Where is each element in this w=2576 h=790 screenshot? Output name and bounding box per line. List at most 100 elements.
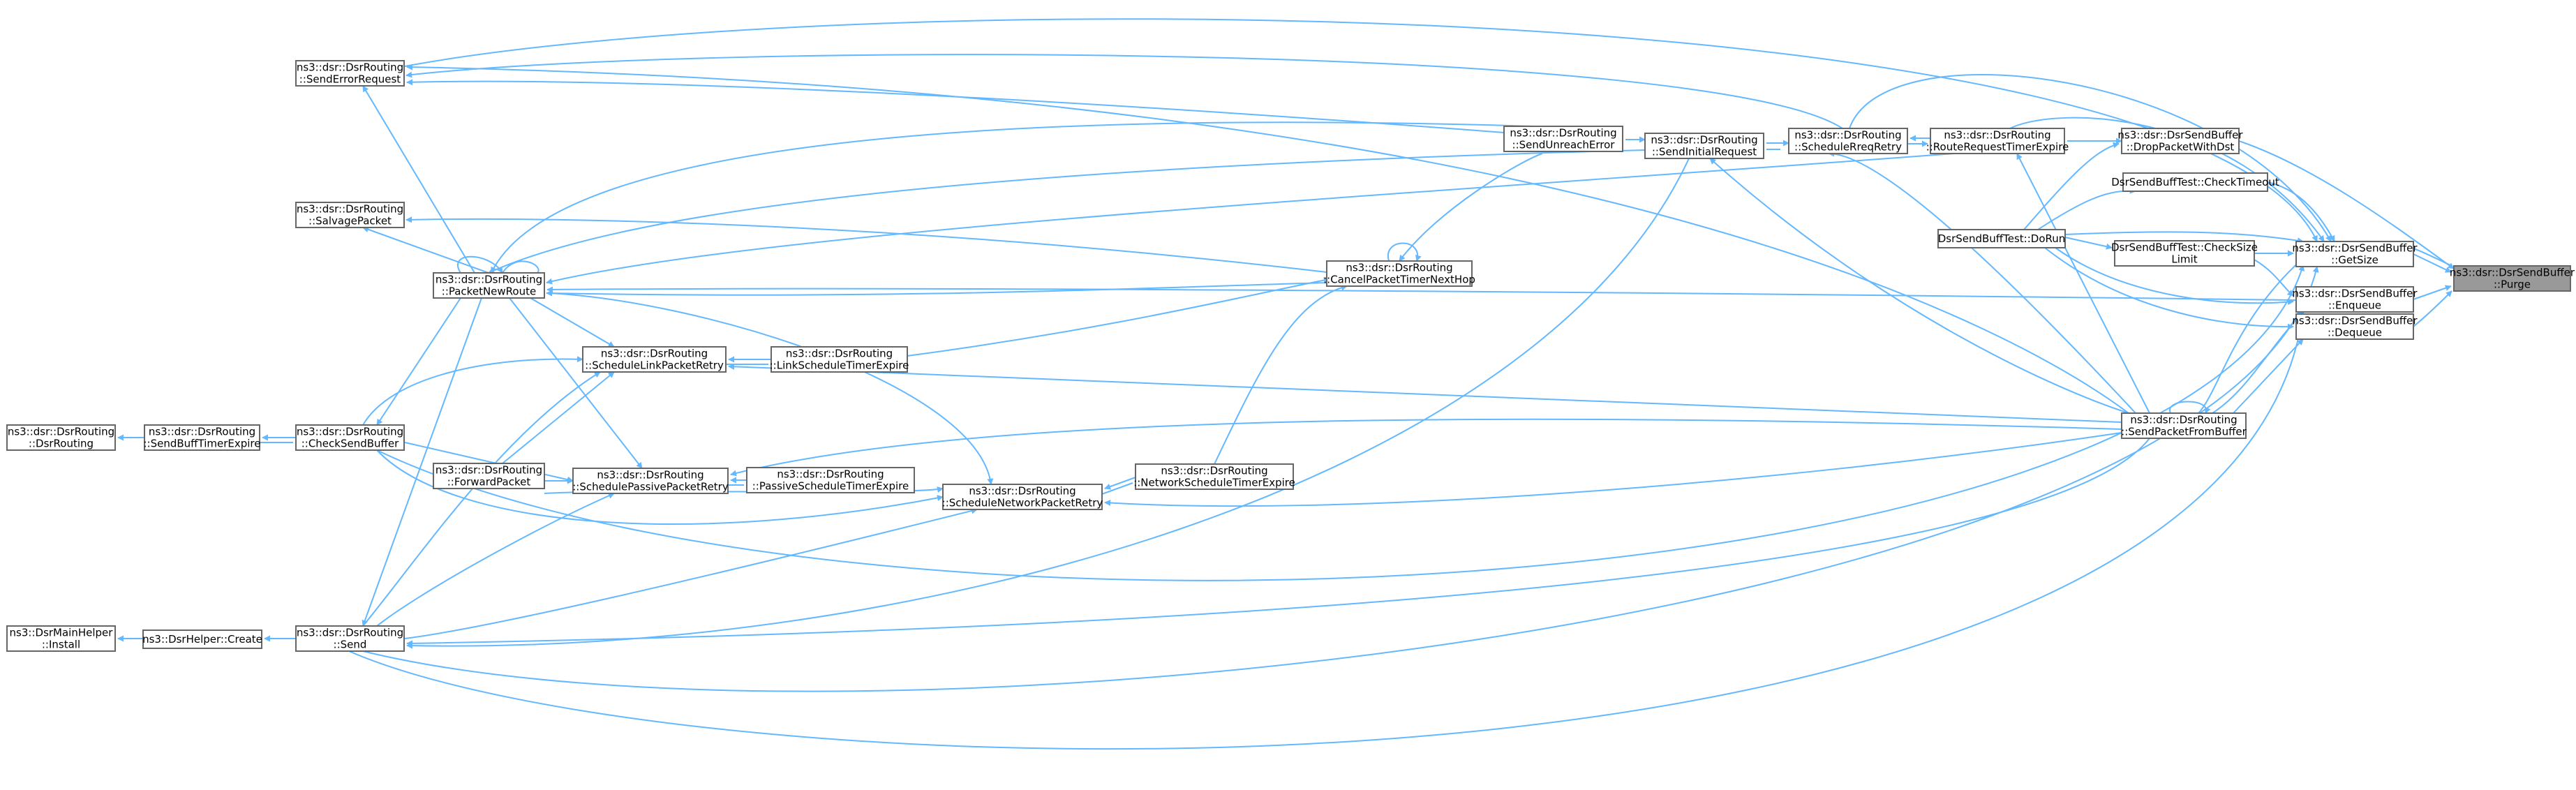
node-label: ns3::dsr::DsrRouting bbox=[777, 468, 884, 481]
node-box bbox=[2121, 412, 2247, 439]
node-sendunreacherror[interactable]: ns3::dsr::DsrRouting::SendUnreachError bbox=[1503, 126, 1623, 152]
node-box bbox=[433, 272, 545, 299]
node-box bbox=[1788, 128, 1908, 154]
node-label: ns3::dsr::DsrRouting bbox=[786, 348, 893, 360]
node-checktimeout[interactable]: DsrSendBuffTest::CheckTimeout bbox=[2111, 172, 2279, 192]
edge-getsize-checksendbuffer bbox=[376, 264, 2305, 581]
edge-dorun-dropwithdst bbox=[2023, 142, 2120, 230]
node-label: ns3::dsr::DsrRouting bbox=[2130, 414, 2237, 426]
node-box bbox=[142, 629, 262, 649]
node-label: ::SendPacketFromBuffer bbox=[2121, 426, 2247, 438]
node-helpercreate[interactable]: ns3::DsrHelper::Create bbox=[142, 629, 262, 649]
node-schedulepassiveretry[interactable]: ns3::dsr::DsrRouting::SchedulePassivePac… bbox=[572, 468, 729, 494]
node-senderrorrequest[interactable]: ns3::dsr::DsrRouting::SendErrorRequest bbox=[295, 60, 405, 87]
node-sendinitialrequest[interactable]: ns3::dsr::DsrRouting::SendInitialRequest bbox=[1644, 133, 1764, 159]
edge-packetnewroute-senderror bbox=[362, 85, 475, 274]
node-box bbox=[2295, 313, 2414, 340]
edge-dequeue-sendpacketfrombuffer bbox=[2233, 338, 2304, 414]
node-enqueue[interactable]: ns3::dsr::DsrSendBuffer::Enqueue bbox=[2292, 286, 2418, 313]
node-schedulenetworkretry[interactable]: ns3::dsr::DsrRouting::ScheduleNetworkPac… bbox=[942, 484, 1103, 510]
node-label: ns3::dsr::DsrRouting bbox=[1161, 465, 1267, 477]
edge-sendinitial-send bbox=[406, 158, 1690, 649]
node-linkscheduletimerexpire[interactable]: ns3::dsr::DsrRouting::LinkScheduleTimerE… bbox=[770, 346, 909, 373]
node-label: ns3::dsr::DsrRouting bbox=[435, 464, 542, 477]
node-packetnewroute[interactable]: ns3::dsr::DsrRouting::PacketNewRoute bbox=[433, 272, 545, 299]
edge-schedulenetwork-packetnewroute bbox=[546, 292, 994, 485]
edge-schedulelink-packetnewroute bbox=[530, 297, 615, 348]
node-label: ::PacketNewRoute bbox=[442, 285, 536, 298]
node-label: ns3::dsr::DsrRouting bbox=[297, 627, 403, 639]
node-forwardpacket[interactable]: ns3::dsr::DsrRouting::ForwardPacket bbox=[433, 463, 545, 489]
edge-packetnewroute-self bbox=[457, 255, 503, 274]
node-schedulelinkretry[interactable]: ns3::dsr::DsrRouting::ScheduleLinkPacket… bbox=[582, 346, 727, 373]
node-rrtexpire[interactable]: ns3::dsr::DsrRouting::RouteRequestTimerE… bbox=[1926, 128, 2069, 154]
node-send[interactable]: ns3::dsr::DsrRouting::Send bbox=[295, 625, 405, 652]
node-label: ::GetSize bbox=[2331, 254, 2378, 267]
node-label: ::CheckSendBuffer bbox=[301, 438, 399, 450]
node-box bbox=[746, 467, 915, 493]
edge-networkschedule-cancel bbox=[1214, 284, 1348, 465]
edge-schedulepassive-packetnewroute bbox=[509, 297, 643, 469]
node-label: ::Send bbox=[334, 639, 367, 651]
edge-checksizelimit-enqueue bbox=[2254, 259, 2294, 297]
node-label: ::Enqueue bbox=[2328, 299, 2381, 312]
node-box bbox=[1326, 260, 1473, 287]
node-box bbox=[2114, 240, 2255, 267]
edge-packetnewroute-checksendbuffer bbox=[376, 297, 461, 426]
node-box bbox=[942, 484, 1103, 510]
node-box bbox=[770, 346, 908, 373]
edge-sendunreach-senderror bbox=[406, 79, 1505, 133]
node-box bbox=[2121, 128, 2240, 154]
edge-sendpacket-senderror bbox=[406, 64, 2129, 414]
node-box bbox=[144, 424, 260, 451]
node-label: ns3::dsr::DsrSendBuffer bbox=[2117, 129, 2243, 142]
edge-linkschedule-cancel bbox=[907, 277, 1330, 357]
node-box bbox=[1503, 126, 1623, 152]
node-getsize[interactable]: ns3::dsr::DsrSendBuffer::GetSize bbox=[2292, 241, 2418, 267]
node-dorun[interactable]: DsrSendBuffTest::DoRun bbox=[1937, 229, 2066, 248]
edge-sendpacket-schedulenetwork bbox=[1104, 432, 2122, 507]
node-label: DsrSendBuffTest::DoRun bbox=[1938, 232, 2066, 245]
node-label: ::SendBuffTimerExpire bbox=[143, 438, 260, 450]
edge-sendunreach-packetnewroute bbox=[491, 121, 1536, 274]
edge-dequeue-purge bbox=[2413, 290, 2452, 327]
node-cancelpackettimer[interactable]: ns3::dsr::DsrRouting::CancelPacketTimerN… bbox=[1323, 260, 1475, 287]
node-label: ::CancelPacketTimerNextHop bbox=[1323, 274, 1475, 286]
node-salvagepacket[interactable]: ns3::dsr::DsrRouting::SalvagePacket bbox=[295, 202, 405, 228]
edge-rrtexpire-packetnewroute bbox=[546, 153, 1955, 285]
node-box bbox=[295, 424, 405, 451]
call-edges bbox=[117, 18, 2455, 750]
node-label: ns3::DsrHelper::Create bbox=[142, 633, 262, 646]
node-sendpacketfrombuffer[interactable]: ns3::dsr::DsrRouting::SendPacketFromBuff… bbox=[2121, 412, 2247, 439]
edge-schedulepassive-send bbox=[376, 493, 615, 627]
node-label: DsrSendBuffTest::CheckSize bbox=[2111, 241, 2258, 254]
edge-enqueue-send bbox=[348, 311, 2306, 750]
node-label: ::PassiveScheduleTimerExpire bbox=[752, 480, 909, 493]
edge-dorun-getsize bbox=[2064, 231, 2304, 244]
node-sendbufftimerexpire[interactable]: ns3::dsr::DsrRouting::SendBuffTimerExpir… bbox=[143, 424, 261, 451]
edge-checktimeout-getsize bbox=[2267, 181, 2335, 242]
node-purge[interactable]: ns3::dsr::DsrSendBuffer::Purge bbox=[2450, 265, 2575, 292]
node-passivescheduletimer[interactable]: ns3::dsr::DsrRouting::PassiveScheduleTim… bbox=[746, 467, 915, 493]
edge-schedulelink-checksendbuffer bbox=[362, 356, 583, 426]
edge-cancel-sendunreach bbox=[1399, 153, 1543, 262]
edge-cancel-self bbox=[1387, 242, 1422, 262]
node-label: DsrSendBuffTest::CheckTimeout bbox=[2111, 176, 2279, 188]
node-dsrrouting[interactable]: ns3::dsr::DsrRouting::DsrRouting bbox=[6, 424, 116, 451]
node-schedulereqretry[interactable]: ns3::dsr::DsrRouting::ScheduleRreqRetry bbox=[1788, 128, 1908, 154]
node-networkscheduletimer[interactable]: ns3::dsr::DsrRouting::NetworkScheduleTim… bbox=[1133, 463, 1295, 490]
edge-dorun-checksizelimit bbox=[2064, 237, 2113, 250]
node-box bbox=[6, 625, 116, 652]
node-dropwithdst[interactable]: ns3::dsr::DsrSendBuffer::DropPacketWithD… bbox=[2117, 128, 2243, 154]
node-box bbox=[1930, 128, 2065, 154]
node-label: ::ForwardPacket bbox=[447, 476, 531, 489]
edge-dorun-dequeue bbox=[2044, 247, 2294, 330]
node-box bbox=[2295, 241, 2414, 267]
node-label: ::Install bbox=[42, 639, 80, 651]
node-checksendbuffer[interactable]: ns3::dsr::DsrRouting::CheckSendBuffer bbox=[295, 424, 405, 451]
node-box bbox=[582, 346, 727, 373]
node-mainhelperinstall[interactable]: ns3::DsrMainHelper::Install bbox=[6, 625, 116, 652]
node-dequeue[interactable]: ns3::dsr::DsrSendBuffer::Dequeue bbox=[2292, 313, 2418, 340]
node-box bbox=[2295, 286, 2414, 313]
